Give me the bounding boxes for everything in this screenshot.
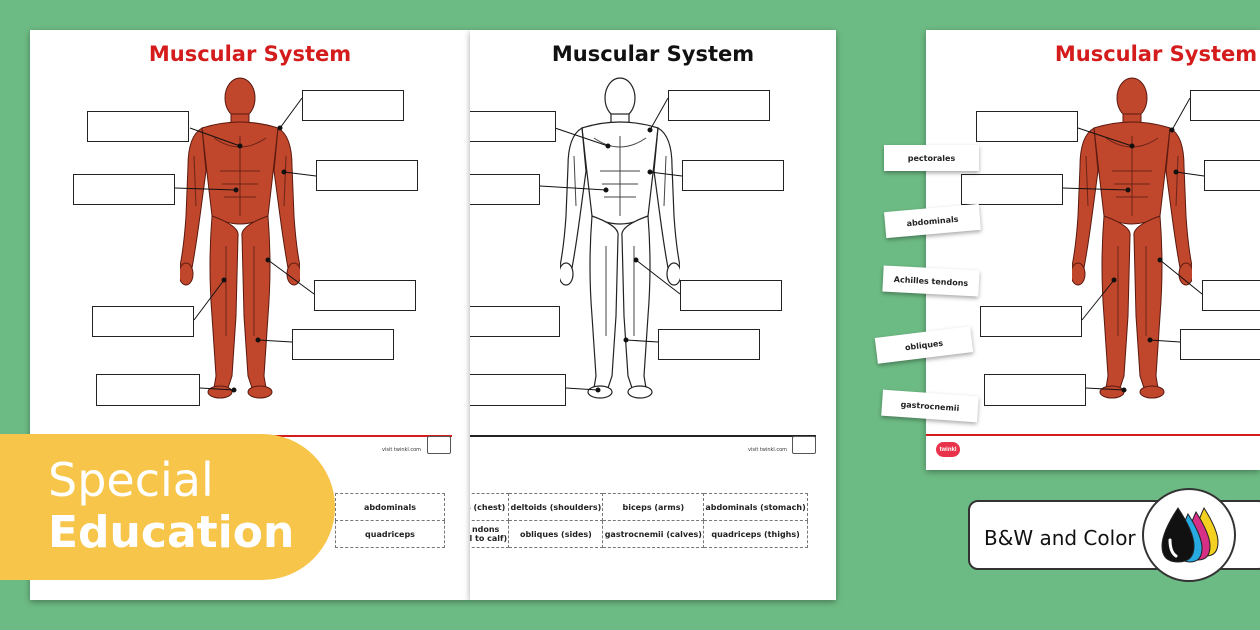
label-box[interactable]: [292, 329, 394, 360]
badge-text-line1: Special: [48, 453, 214, 507]
twinkl-logo: [792, 436, 816, 454]
label-box[interactable]: [658, 329, 760, 360]
word-card[interactable]: Achilles tendons: [882, 265, 980, 297]
label-box[interactable]: [980, 306, 1082, 337]
cut-label: abdominals (stomach): [703, 493, 808, 521]
label-lines: [1061, 97, 1205, 393]
label-box[interactable]: [96, 374, 200, 406]
label-box[interactable]: [92, 306, 194, 337]
label-box[interactable]: [1190, 90, 1260, 121]
footer-url: visit twinkl.com: [748, 447, 788, 453]
cut-label: biceps (arms): [602, 493, 705, 521]
label-box[interactable]: [682, 160, 784, 191]
label-box[interactable]: [87, 111, 189, 142]
worksheet-with-cards: Muscular System twinkl: [926, 30, 1260, 470]
cut-label: deltoids (shoulders): [508, 493, 604, 521]
label-box[interactable]: [314, 280, 416, 311]
label-box[interactable]: [1202, 280, 1260, 311]
label-box[interactable]: [470, 306, 560, 337]
label-box[interactable]: [680, 280, 782, 311]
label-box[interactable]: [668, 90, 770, 121]
label-box[interactable]: [470, 111, 556, 142]
cut-label: gastrocnemii (calves): [602, 520, 705, 548]
cut-out-labels: abdominals quadriceps: [335, 493, 445, 548]
label-box[interactable]: [976, 111, 1078, 142]
footer-line: [470, 435, 816, 437]
sheet-title: Muscular System: [148, 42, 352, 66]
label-lines: [174, 97, 317, 393]
format-label: B&W and Color: [984, 526, 1136, 550]
label-box[interactable]: [1180, 329, 1260, 360]
twinkl-logo: [427, 436, 451, 454]
label-box[interactable]: [302, 90, 404, 121]
cut-label: quadriceps (thighs): [703, 520, 808, 548]
label-box[interactable]: [984, 374, 1086, 406]
cut-label: ndons al to calf): [470, 520, 510, 548]
special-education-badge: [0, 434, 335, 580]
cut-label: obliques (sides): [508, 520, 604, 548]
label-box[interactable]: [961, 174, 1063, 205]
label-lines: [539, 97, 683, 393]
footer-line: [926, 434, 1260, 436]
cut-label: abdominals: [335, 493, 445, 521]
label-box[interactable]: [470, 374, 566, 406]
word-card[interactable]: gastrocnemii: [881, 389, 979, 423]
twinkl-logo: twinkl: [936, 442, 960, 457]
badge-text-line2: Education: [48, 507, 295, 558]
footer-url: visit twinkl.com: [382, 447, 422, 453]
cut-label: s (chest): [470, 493, 510, 521]
ink-drops-icon: [1142, 488, 1236, 582]
cut-label: quadriceps: [335, 520, 445, 548]
word-card[interactable]: pectorales: [884, 145, 979, 171]
label-box[interactable]: [73, 174, 175, 205]
sheet-title: Muscular System: [551, 42, 755, 66]
sheet-title: Muscular System: [1054, 42, 1258, 66]
label-box[interactable]: [470, 174, 540, 205]
label-box[interactable]: [316, 160, 418, 191]
cut-out-labels: s (chest) deltoids (shoulders) biceps (a…: [470, 493, 808, 548]
worksheet-bw: Muscular System visit twinkl.com s (ches…: [470, 30, 836, 600]
label-box[interactable]: [1204, 160, 1260, 191]
